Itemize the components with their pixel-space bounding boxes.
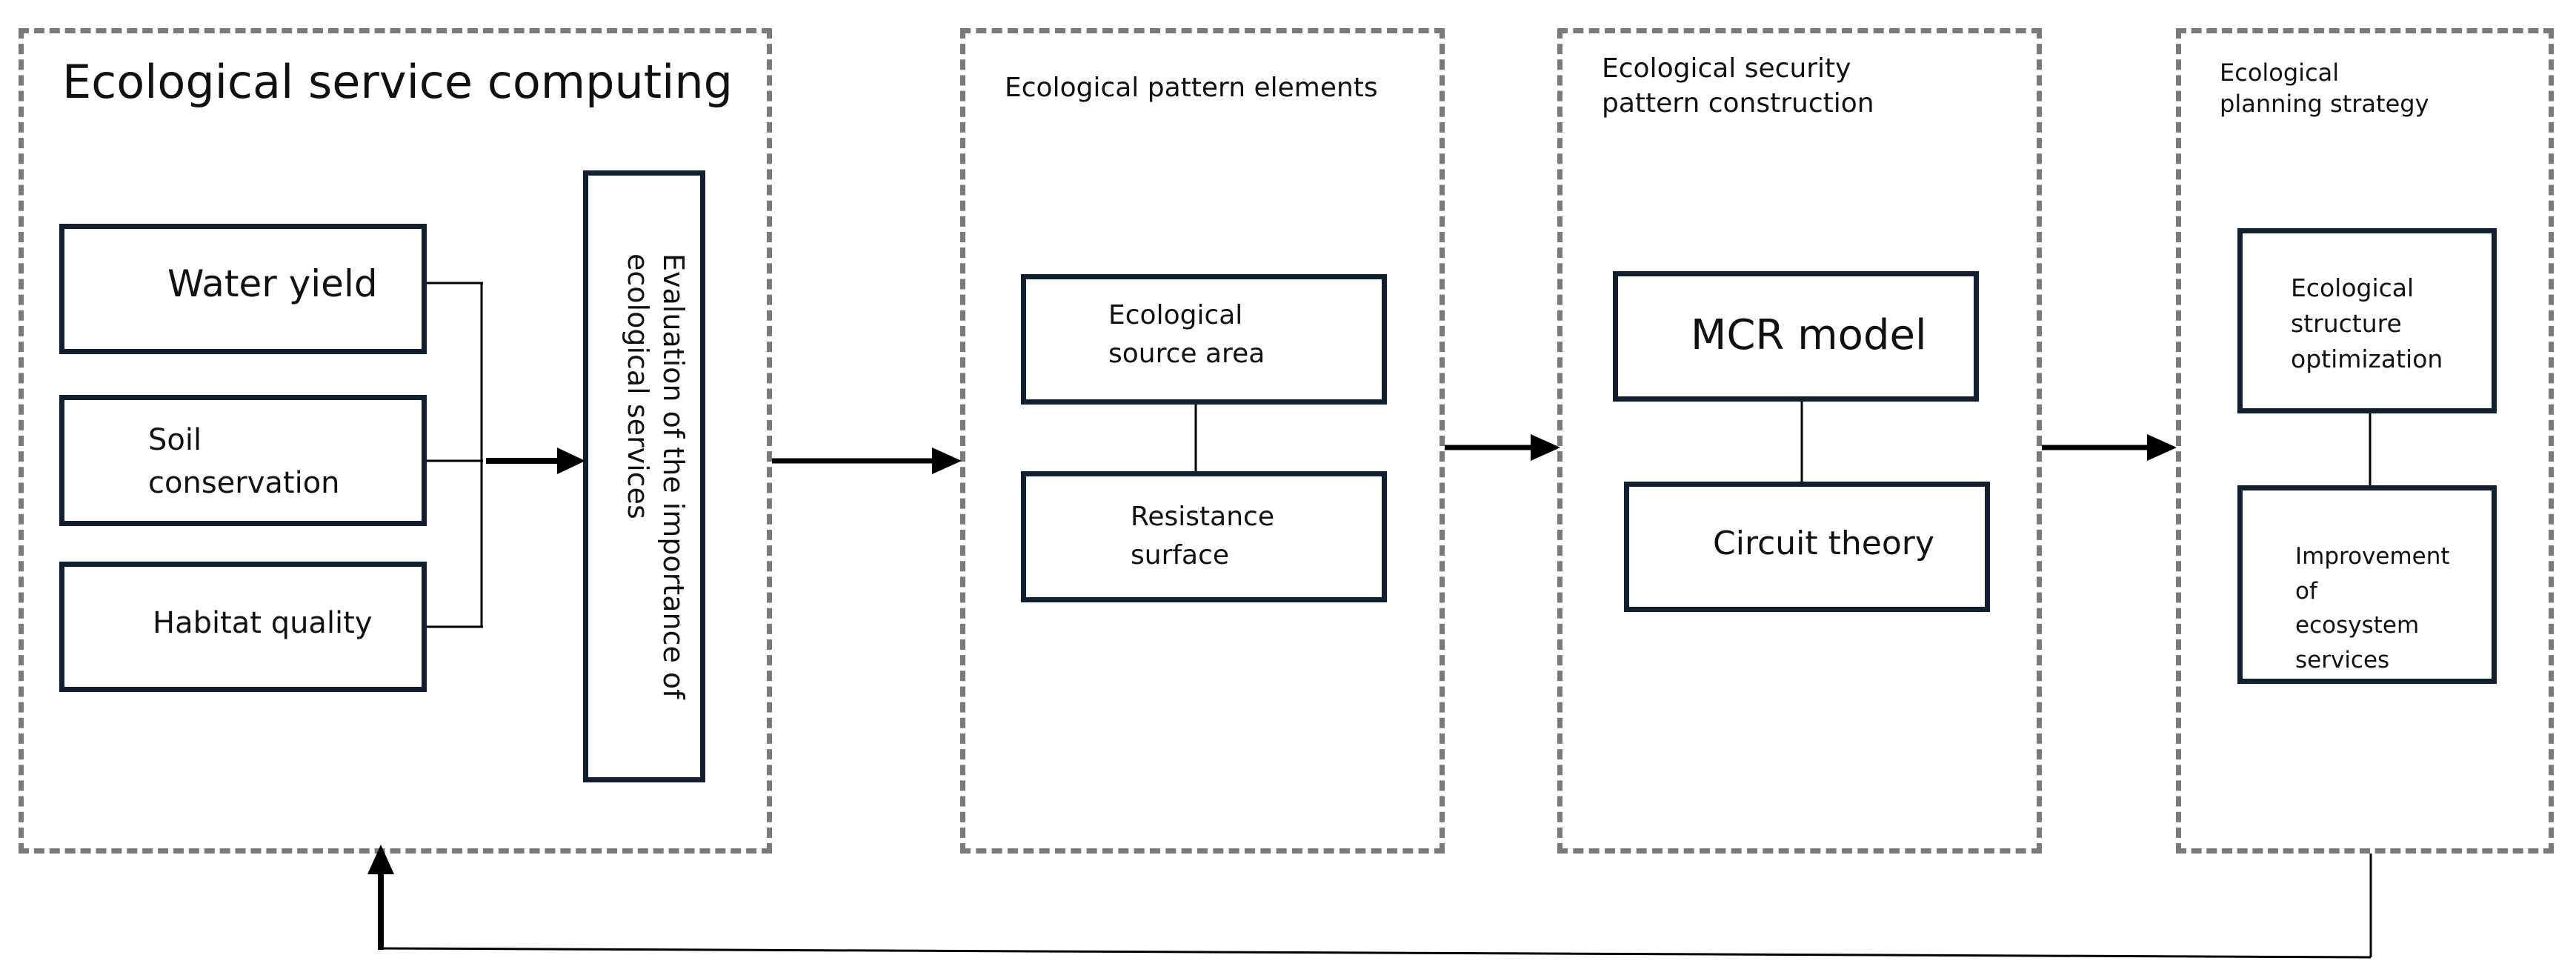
- habitat-quality-label: Habitat quality: [153, 606, 373, 640]
- feedback-loop: [380, 854, 2372, 959]
- panel-ecological-security-pattern: [1557, 28, 2042, 854]
- structure-optimization-box: [2237, 228, 2497, 413]
- structure-optimization-label: Ecological structure optimization: [2291, 273, 2443, 373]
- panel-title-pattern-elements: Ecological pattern elements: [1005, 73, 1378, 103]
- mcr-model-box: [1613, 271, 1979, 402]
- arrowhead-to-evaluation: [557, 448, 585, 474]
- ecosystem-improvement-box: [2237, 485, 2497, 684]
- circuit-theory-box: [1624, 482, 1990, 612]
- ecological-source-area-label: Ecological source area: [1108, 300, 1265, 370]
- arrowhead-service-to-pattern: [932, 448, 962, 474]
- soil-conservation-box: [59, 395, 427, 526]
- mcr-model-label: MCR model: [1691, 311, 1927, 359]
- panel-title-planning-strategy: Ecological planning strategy: [2220, 59, 2429, 118]
- arrowhead-security-to-planning: [2147, 434, 2177, 461]
- water-yield-label: Water yield: [167, 262, 378, 305]
- resistance-surface-label: Resistance surface: [1131, 502, 1274, 571]
- water-yield-box: [59, 224, 427, 354]
- ecosystem-improvement-label: Improvement of ecosystem services: [2295, 543, 2450, 673]
- resistance-surface-box: [1021, 471, 1387, 602]
- habitat-quality-box: [59, 562, 427, 692]
- soil-conservation-label: Soil conservation: [148, 423, 340, 500]
- panel-ecological-planning-strategy: [2176, 28, 2554, 854]
- ecological-source-area-box: [1021, 274, 1387, 405]
- service-bracket: [427, 282, 483, 628]
- panel-title-security-pattern: Ecological security pattern construction: [1602, 53, 1874, 119]
- panel-ecological-pattern-elements: [960, 28, 1445, 854]
- arrowhead-feedback: [367, 845, 394, 874]
- circuit-theory-label: Circuit theory: [1713, 525, 1934, 562]
- panel-ecological-service-computing: [19, 28, 772, 854]
- evaluation-importance-box: [583, 170, 705, 782]
- panel-title-service-computing: Ecological service computing: [62, 55, 733, 109]
- arrowhead-pattern-to-security: [1531, 434, 1560, 461]
